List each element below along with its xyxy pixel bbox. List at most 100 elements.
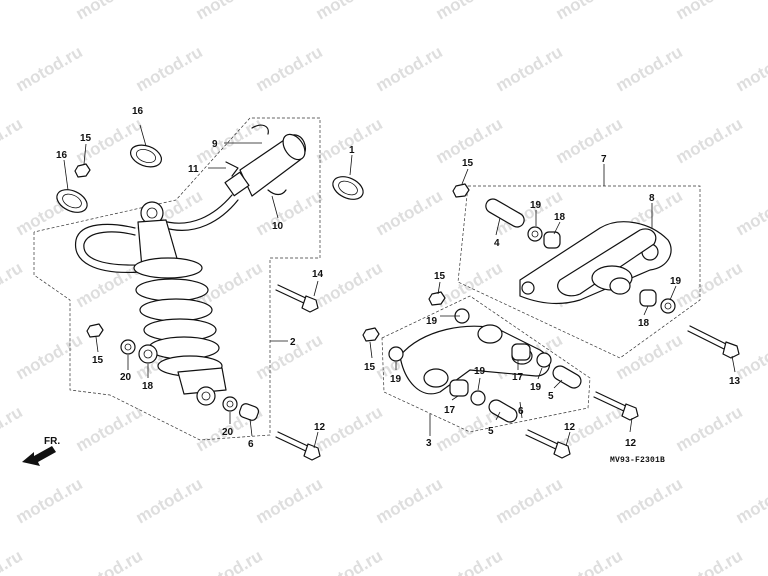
reservoir-end-cap xyxy=(282,133,306,161)
watermark-text: motod.ru xyxy=(73,546,146,576)
callout-16-top: 16 xyxy=(132,106,144,117)
seal-19-link-right xyxy=(536,352,552,368)
watermark-text: motod.ru xyxy=(613,42,686,95)
bolt-13 xyxy=(687,325,740,359)
watermark-text: motod.ru xyxy=(0,402,26,455)
callout-19-link-left: 19 xyxy=(390,374,402,385)
callout-17-left: 17 xyxy=(444,405,456,416)
watermark-text: motod.ru xyxy=(493,42,566,95)
link-bore-upper xyxy=(477,324,503,344)
callout-1: 1 xyxy=(349,145,355,156)
hose-clamp-part-1 xyxy=(332,176,364,200)
callout-15-arm: 15 xyxy=(462,158,474,169)
callout-19-arm-top: 19 xyxy=(530,200,542,211)
upper-mount-hole xyxy=(146,207,158,219)
bearing-17-left xyxy=(449,379,469,397)
callout-20-left: 20 xyxy=(120,372,132,383)
callout-7: 7 xyxy=(601,154,607,165)
seal-19-upper xyxy=(527,226,543,242)
watermark-text: motod.ru xyxy=(133,474,206,527)
callout-12-middle: 12 xyxy=(625,438,637,449)
callout-12-left: 12 xyxy=(314,422,326,433)
callout-17-right: 17 xyxy=(512,372,524,383)
nut-15-upper xyxy=(74,163,91,178)
diagram-code: MV93-F2301B xyxy=(610,456,665,465)
watermark-text: motod.ru xyxy=(0,0,26,23)
callout-9: 9 xyxy=(212,139,218,150)
callout-19-arm-right: 19 xyxy=(670,276,682,287)
washer-20-upper xyxy=(120,339,136,355)
arm-pivot-sleeve-end xyxy=(609,277,631,295)
callout-12-lower: 12 xyxy=(564,422,576,433)
callout-18-arm-bottom: 18 xyxy=(638,318,650,329)
callout-5-left: 5 xyxy=(488,426,494,437)
watermark-text: motod.ru xyxy=(253,186,326,239)
watermark-text: motod.ru xyxy=(733,42,768,95)
callouts: 9 11 10 16 15 16 1 14 2 15 20 18 20 6 12… xyxy=(56,106,741,450)
watermark-text: motod.ru xyxy=(613,474,686,527)
watermark-text: motod.ru xyxy=(133,42,206,95)
seal-19-lower-hole xyxy=(664,302,672,310)
nut-15-arm-top xyxy=(452,183,470,198)
watermark-text: motod.ru xyxy=(13,330,86,383)
watermark-text: motod.ru xyxy=(73,402,146,455)
bolt-12-left xyxy=(275,431,321,461)
callout-15-top: 15 xyxy=(80,133,92,144)
callout-5-right: 5 xyxy=(548,391,554,402)
callout-19-link-mid: 19 xyxy=(474,366,486,377)
watermark-text: motod.ru xyxy=(493,474,566,527)
shock-spring xyxy=(133,257,223,377)
arm-boss-left xyxy=(521,281,535,295)
seal-19-link-left xyxy=(388,346,404,362)
reservoir-hose-upper xyxy=(159,194,233,224)
bearing-18-lower xyxy=(639,289,657,307)
reservoir-hose-inner xyxy=(83,231,141,266)
seal-19-upper-hole xyxy=(531,230,539,238)
shock-lower-body xyxy=(177,367,227,395)
callout-6-left: 6 xyxy=(248,439,254,450)
nut-15-link-top xyxy=(428,291,446,306)
callout-15-left: 15 xyxy=(92,355,104,366)
callout-16-left: 16 xyxy=(56,150,68,161)
callout-6-right: 6 xyxy=(518,406,524,417)
shock-link-group xyxy=(362,291,639,459)
nut-15-lower xyxy=(86,323,104,338)
watermark-text: motod.ru xyxy=(0,546,26,576)
bolt-14 xyxy=(275,284,319,313)
group-outline-shock xyxy=(33,117,321,441)
watermark-text: motod.ru xyxy=(433,0,506,23)
hose-clamp-lower xyxy=(56,189,88,213)
callout-11: 11 xyxy=(188,164,199,175)
nut-15-link-left xyxy=(362,327,380,342)
washer-20-lower-hole xyxy=(226,400,234,408)
callout-15-link-left: 15 xyxy=(364,362,376,373)
collar-5-right xyxy=(552,365,582,389)
watermark-text: motod.ru xyxy=(313,258,386,311)
watermark-text: motod.ru xyxy=(253,474,326,527)
watermark-text: motod.ru xyxy=(313,114,386,167)
reservoir-hose-upper-2 xyxy=(161,199,239,231)
callout-2: 2 xyxy=(290,337,296,348)
watermark-text: motod.ru xyxy=(193,0,266,23)
reservoir-band xyxy=(251,124,269,135)
watermark-text: motod.ru xyxy=(433,258,506,311)
callout-4: 4 xyxy=(494,238,500,249)
watermark-text: motod.ru xyxy=(313,0,386,23)
seal-19-link-bottom xyxy=(470,390,486,406)
reservoir-hose xyxy=(75,223,141,274)
watermark-text: motod.ru xyxy=(0,258,26,311)
watermark-text: motod.ru xyxy=(673,402,746,455)
lower-mount-eye xyxy=(196,386,216,406)
group-outline-link xyxy=(381,295,591,433)
callout-15-link-top: 15 xyxy=(434,271,446,282)
watermark-text: motod.ru xyxy=(673,114,746,167)
collar-5-left xyxy=(488,399,518,423)
callout-10: 10 xyxy=(272,221,284,232)
bushing-18-upper xyxy=(138,344,158,364)
washer-20-lower xyxy=(222,396,238,412)
callout-19-link-top: 19 xyxy=(426,316,438,327)
watermark-text: motod.ru xyxy=(673,0,746,23)
watermark-text: motod.ru xyxy=(13,42,86,95)
bearing-18-upper xyxy=(543,231,561,249)
